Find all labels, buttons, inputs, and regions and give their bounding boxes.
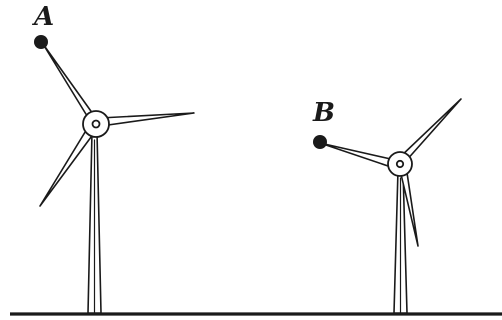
turbine-b: B [312, 98, 462, 314]
point-a-label: A [31, 2, 54, 32]
point-a-dot [34, 35, 48, 49]
turbine-a-blade-lower [39, 123, 98, 207]
point-b-label: B [312, 98, 335, 128]
turbine-a-blade-right [99, 112, 195, 127]
turbine-b-blade-left [319, 142, 396, 169]
point-b-dot [313, 135, 327, 149]
turbine-a: A [31, 2, 195, 314]
turbine-b-blade-upper [398, 98, 462, 163]
turbine-b-hub-center [395, 159, 405, 169]
turbine-a-hub-center [91, 119, 101, 129]
